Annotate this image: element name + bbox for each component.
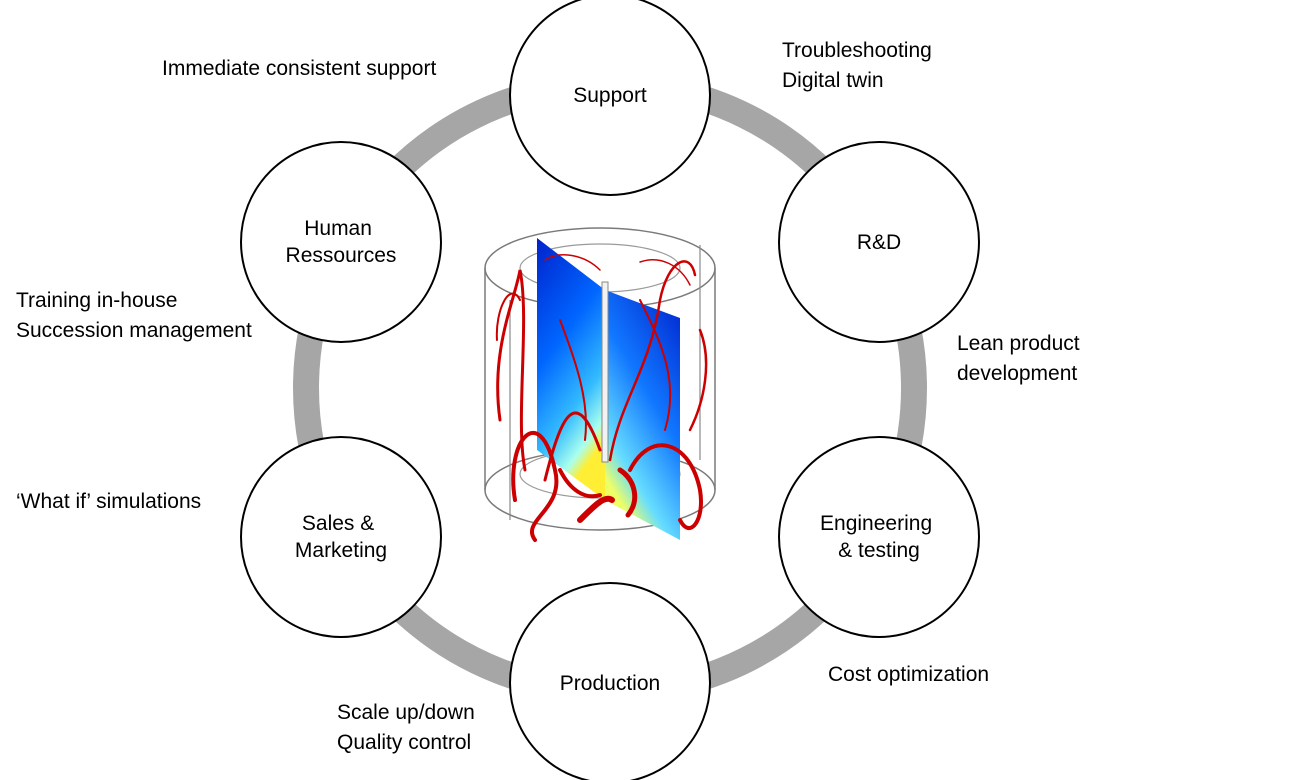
node-hr-line-2: Ressources (286, 244, 397, 267)
note-hr-line-2: Succession management (16, 319, 252, 342)
node-support-line: Support (573, 84, 647, 107)
svg-text:Engineering & testing: Engineering & testing (820, 512, 938, 562)
node-engineering-line-1: Engineering (820, 512, 932, 535)
note-engineering: Lean product development (957, 329, 1080, 389)
note-production-left-line-1: Scale up/down (337, 701, 475, 724)
note-production-left: Scale up/down Quality control (337, 698, 475, 758)
svg-text:R&D: R&D (857, 231, 901, 254)
svg-text:Sales & Marketing: Sales & Marketing (295, 512, 387, 562)
note-sales-line-1: ‘What if’ simulations (16, 490, 202, 513)
node-production: Production (509, 582, 711, 780)
node-sales-line-2: Marketing (295, 539, 387, 562)
note-hr: Training in-house Succession management (16, 286, 252, 346)
node-sales: Sales & Marketing (240, 436, 442, 638)
note-rd-line-2: Digital twin (782, 69, 884, 92)
note-sales: ‘What if’ simulations (16, 487, 201, 517)
note-support: Immediate consistent support (162, 54, 436, 84)
note-engineering-line-2: development (957, 362, 1078, 385)
note-rd-line-1: Troubleshooting (782, 39, 932, 62)
node-sales-line-1: Sales & (302, 512, 374, 535)
node-support: Support (509, 0, 711, 196)
node-engineering-line-2: & testing (838, 539, 920, 562)
note-production-line-1: Cost optimization (828, 663, 990, 686)
node-production-line: Production (560, 672, 660, 695)
note-hr-line-1: Training in-house (16, 289, 178, 312)
svg-text:Production: Production (560, 672, 660, 695)
note-production: Cost optimization (828, 660, 989, 690)
mixing-tank-simulation-image (484, 227, 716, 542)
node-hr-line-1: Human (304, 217, 372, 240)
svg-text:Support: Support (573, 84, 647, 107)
node-hr: Human Ressources (240, 141, 442, 343)
note-production-left-line-2: Quality control (337, 731, 472, 754)
node-rd: R&D (778, 141, 980, 343)
node-rd-line: R&D (857, 231, 901, 254)
svg-text:Human Ressources: Human Ressources (286, 217, 397, 267)
note-rd: Troubleshooting Digital twin (782, 36, 932, 96)
node-engineering: Engineering & testing (778, 436, 980, 638)
note-support-line-1: Immediate consistent support (162, 57, 437, 80)
note-engineering-line-1: Lean product (957, 332, 1080, 355)
